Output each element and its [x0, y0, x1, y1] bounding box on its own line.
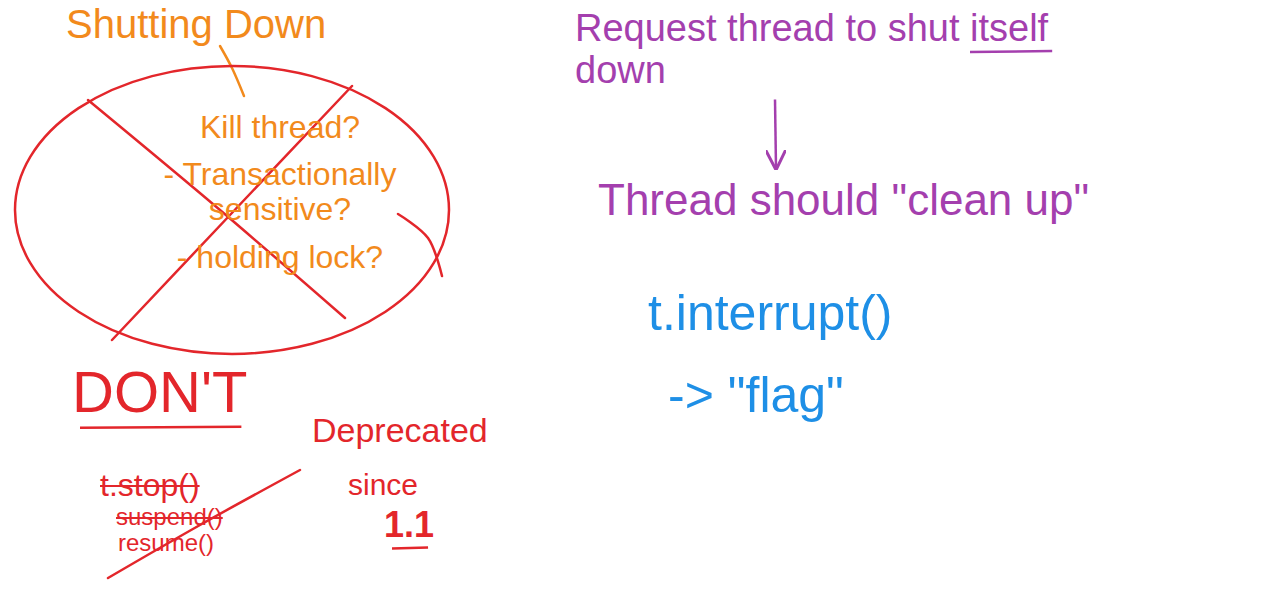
note-text: since [348, 468, 418, 501]
ellipse-tail [398, 214, 442, 276]
crossed-out-ellipse: Kill thread? - Transactionally sensitive?… [12, 63, 452, 357]
note-text: t.interrupt() [648, 286, 893, 341]
note-text: Request thread to shut itself down [575, 8, 1145, 92]
flow-arrow [775, 100, 776, 168]
note-text: Thread should "clean up" [598, 176, 1089, 224]
node-text: - Transactionally sensitive? [125, 157, 435, 227]
note-text: 1.1 [384, 505, 434, 545]
node-text: - holding lock? [177, 240, 383, 275]
underline [80, 427, 241, 428]
note-text: resume() [118, 530, 214, 556]
underline [392, 548, 428, 549]
pointer-stroke [220, 46, 244, 96]
note-text: Deprecated [312, 412, 488, 449]
ellipse [15, 66, 449, 354]
note-text: DON'T [72, 360, 247, 424]
note-text: t.stop() [100, 468, 200, 503]
note-text: -> "flag" [668, 368, 844, 423]
note-text: suspend() [116, 504, 223, 530]
heading: Shutting Down [66, 2, 326, 46]
underline [970, 51, 1052, 52]
node-body: Kill thread? - Transactionally sensitive?… [125, 110, 435, 275]
node-text: Kill thread? [200, 110, 360, 145]
